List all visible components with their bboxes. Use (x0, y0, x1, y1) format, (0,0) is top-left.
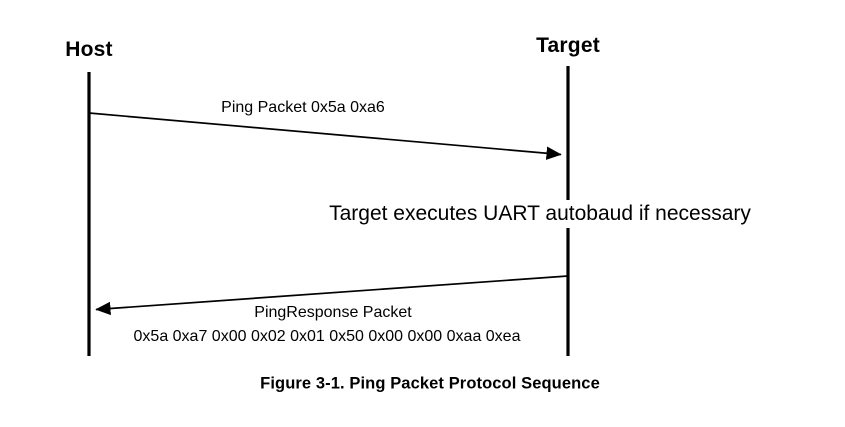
message-label-ping-response: PingResponse Packet (254, 304, 412, 321)
message-arrow-ping-response (95, 275, 569, 316)
message-payload-ping-response: 0x5a 0xa7 0x00 0x02 0x01 0x50 0x00 0x00 … (133, 328, 521, 345)
actor-label-host: Host (65, 38, 113, 61)
note-autobaud: Target executes UART autobaud if necessa… (323, 200, 757, 228)
figure-caption: Figure 3-1. Ping Packet Protocol Sequenc… (260, 374, 600, 393)
message-arrow-ping-packet (88, 112, 562, 160)
actor-label-target: Target (536, 34, 600, 57)
message-label-ping-packet: Ping Packet 0x5a 0xa6 (221, 99, 385, 116)
